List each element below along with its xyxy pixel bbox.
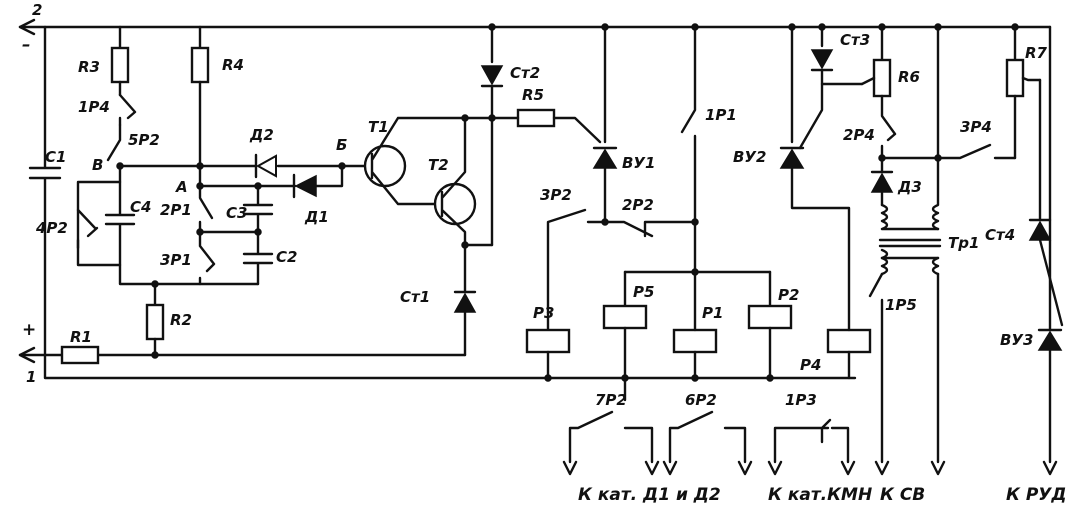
t1-label: T1 <box>368 118 389 136</box>
st1-label: Ст1 <box>400 288 430 306</box>
capacitor-c2: C2 <box>242 230 297 286</box>
relay-p1: Р1 <box>672 270 723 382</box>
c6p2-label: 6Р2 <box>685 391 717 409</box>
t2-label: T2 <box>428 156 449 174</box>
output-kat-d1-d2: К кат. Д1 и Д2 <box>578 485 721 505</box>
c2p1-label: 2Р1 <box>160 201 192 219</box>
contact-1p3: 1Р3 <box>767 391 856 476</box>
c3p1-label: 3Р1 <box>160 251 192 269</box>
st4-label: Ст4 <box>985 226 1015 244</box>
thyristor-vu1: ВУ1 <box>592 23 655 224</box>
contact-7p2: 7Р2 <box>562 376 660 476</box>
positive-rail-number: 1 <box>26 368 36 386</box>
contact-2p2: 2Р2 <box>601 196 697 238</box>
r1-label: R1 <box>70 328 92 346</box>
vu1-label: ВУ1 <box>622 154 655 172</box>
c4-label: C4 <box>130 198 151 216</box>
thyristor-vu3: ВУ3 <box>1000 25 1063 476</box>
c2-label: C2 <box>276 248 297 266</box>
negative-rail: 2 – <box>18 1 1052 55</box>
c3-label: C3 <box>226 204 247 222</box>
resistor-r4: R4 <box>190 25 244 188</box>
tr1-label: Тр1 <box>948 234 979 252</box>
r2-label: R2 <box>170 311 192 329</box>
d1-label: Д1 <box>304 208 329 226</box>
p1-label: Р1 <box>702 304 723 322</box>
capacitor-c1: C1 <box>28 25 66 357</box>
r3-label: R3 <box>78 58 100 76</box>
contact-1p4: 1Р4 <box>78 93 137 127</box>
output-kat-kmn: К кат.КМН <box>768 485 872 505</box>
zener-st4: Ст4 <box>985 78 1064 327</box>
relay-p2: Р2 <box>747 270 799 382</box>
transistor-t2: T2 <box>428 116 477 247</box>
c1-label: C1 <box>45 148 66 166</box>
p3-label: Р3 <box>533 304 554 322</box>
c5p2-label: 5Р2 <box>128 131 160 149</box>
c1p5-label: 1Р5 <box>885 296 917 314</box>
r4-label: R4 <box>222 56 244 74</box>
resistor-r5: R5 <box>490 86 602 144</box>
resistor-r1: R1 <box>60 328 100 365</box>
contact-1p1: 1Р1 <box>680 23 737 226</box>
resistor-r6: R6 <box>860 23 920 160</box>
p4-label: Р4 <box>800 356 821 374</box>
c4p2-label: 4Р2 <box>35 219 68 237</box>
zener-st1: Ст1 <box>400 243 477 357</box>
c7p2-label: 7Р2 <box>595 391 627 409</box>
positive-rail-sign: + <box>22 320 36 340</box>
resistor-r3: R3 <box>78 25 130 97</box>
st3-label: Ст3 <box>840 31 870 49</box>
node-v-label: В <box>92 156 103 174</box>
diode-d1: Д1 <box>292 164 344 226</box>
vu3-label: ВУ3 <box>1000 331 1033 349</box>
transistor-t1: T1 <box>363 116 467 206</box>
resistor-r7: R7 <box>1005 23 1048 160</box>
c1p3-label: 1Р3 <box>785 391 817 409</box>
diode-d3: Д3 <box>870 156 922 207</box>
c3p4-label: 3Р4 <box>960 118 992 136</box>
negative-rail-sign: – <box>22 35 31 55</box>
contact-5p2: 5Р2 <box>106 123 160 168</box>
diode-d2: Д2 <box>249 126 277 179</box>
contact-4p2: 4Р2 <box>35 208 99 250</box>
r5-label: R5 <box>522 86 544 104</box>
positive-rail: + 1 <box>18 320 857 386</box>
capacitor-c3: C3 <box>226 182 274 236</box>
node-b-label: Б <box>336 136 347 154</box>
c3p2-label: 3Р2 <box>540 186 572 204</box>
negative-rail-number: 2 <box>32 1 42 19</box>
c1p1-label: 1Р1 <box>705 106 737 124</box>
c1p4-label: 1Р4 <box>78 98 110 116</box>
output-rud: К РУД <box>1006 485 1067 505</box>
d3-label: Д3 <box>897 178 922 196</box>
node-a-label: А <box>175 178 188 196</box>
r6-label: R6 <box>898 68 920 86</box>
zener-st2: Ст2 <box>480 25 540 247</box>
c2p2-label: 2Р2 <box>622 196 654 214</box>
r7-label: R7 <box>1025 44 1048 62</box>
p2-label: Р2 <box>778 286 799 304</box>
thyristor-vu2: ВУ2 <box>733 23 851 332</box>
vu2-label: ВУ2 <box>733 148 766 166</box>
p5-label: Р5 <box>633 283 654 301</box>
transformer-tr1: Тр1 <box>878 156 979 276</box>
st2-label: Ст2 <box>510 64 540 82</box>
contact-6p2: 6Р2 <box>662 391 753 476</box>
contact-1p5: 1Р5 <box>868 272 917 464</box>
capacitor-c4: C4 <box>104 180 151 267</box>
relay-p4: Р4 <box>800 328 872 380</box>
relay-p5: Р5 <box>602 270 654 382</box>
c2p4-label: 2Р4 <box>843 126 875 144</box>
output-sv: К СВ <box>880 485 925 505</box>
contact-3p1: 3Р1 <box>160 230 216 286</box>
d2-label: Д2 <box>249 126 274 144</box>
zener-st3: Ст3 <box>810 23 870 86</box>
relay-p3: Р3 <box>525 304 571 382</box>
resistor-r2: R2 <box>145 280 192 359</box>
